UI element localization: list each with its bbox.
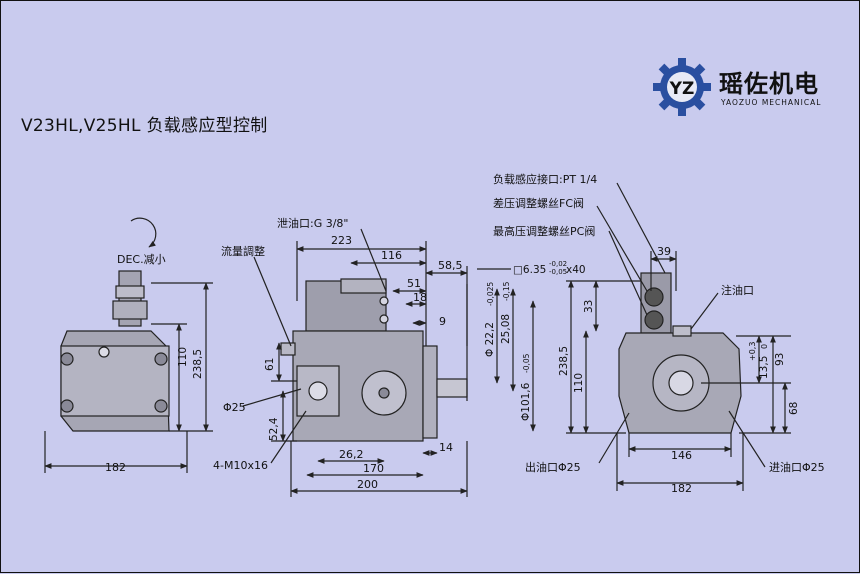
shaft-dia-tol: -0,025	[486, 282, 495, 306]
logo-mark: YZ	[669, 79, 695, 99]
inlet-label: 进油口Φ25	[769, 460, 825, 474]
dim-170: 170	[363, 462, 384, 475]
fc-valve-label: 差压调整螺丝FC阀	[493, 196, 584, 210]
key-tol-up: -0,02	[549, 260, 567, 268]
dim-223: 223	[331, 234, 352, 247]
dim-left-2385: 238,5	[192, 349, 204, 379]
page-title: V23HL,V25HL 负载感应型控制	[21, 116, 268, 136]
dim-39: 39	[657, 245, 671, 258]
pilot-dia: Φ101,6	[520, 382, 532, 421]
company-logo: YZ 瑶佐机电 YAOZUO MECHANICAL	[651, 56, 836, 120]
dim-18: 18	[413, 291, 427, 304]
dim-200: 200	[357, 478, 378, 491]
dim-right-182: 182	[671, 482, 692, 495]
shaft-dia: Φ 22,2	[484, 322, 496, 357]
key-tol-lo: -0,05	[549, 268, 567, 276]
dim-left-110: 110	[177, 347, 189, 367]
bolts-label: 4-M10x16	[213, 459, 268, 472]
dim-right-2385: 238,5	[558, 346, 570, 376]
left-view	[44, 217, 213, 473]
drive-shaft	[436, 378, 468, 398]
key-width-tol: -0,15	[502, 281, 511, 301]
key-spec: □6.35	[513, 264, 546, 276]
front-view	[242, 228, 536, 497]
dim-9: 9	[439, 315, 446, 328]
dim-right-110: 110	[573, 373, 585, 393]
dim-left-width: 182	[105, 461, 126, 474]
right-view	[566, 182, 791, 491]
port-dia-label: Φ25	[223, 401, 246, 414]
outlet-label: 出油口Φ25	[525, 460, 581, 474]
flow-adjust-label: 流量調整	[221, 244, 265, 258]
dim-14: 14	[439, 441, 453, 454]
dim-585: 58,5	[438, 259, 463, 272]
pc-valve-label: 最高压调整螺丝PC阀	[493, 224, 595, 238]
dim-zero: 0	[760, 344, 769, 349]
dim-93: 93	[774, 353, 786, 366]
dim-116: 116	[381, 249, 402, 262]
pilot-dia-tol: -0,05	[522, 353, 531, 373]
gear-logo-icon: YZ	[653, 58, 711, 116]
dim-262: 26,2	[339, 448, 364, 461]
fill-port-label: 注油口	[721, 283, 754, 297]
logo-name-cn: 瑶佐机电	[719, 70, 819, 98]
drain-label: 泄油口:G 3/8"	[277, 216, 349, 230]
load-sense-port-label: 负载感应接口:PT 1/4	[493, 172, 597, 186]
dim-plus03: +0,3	[748, 342, 757, 361]
logo-name-en: YAOZUO MECHANICAL	[721, 98, 822, 107]
dim-146: 146	[671, 449, 692, 462]
rotation-arrow-icon	[130, 217, 157, 248]
key-length: x40	[566, 264, 586, 276]
dec-label: DEC.减小	[117, 253, 166, 266]
dim-68: 68	[788, 402, 800, 415]
dim-135: 13,5	[758, 356, 770, 379]
dim-33: 33	[583, 300, 595, 313]
key-width: 25,08	[500, 314, 512, 344]
dim-61: 61	[264, 358, 276, 371]
dim-51: 51	[407, 277, 421, 290]
dim-524: 52,4	[268, 417, 280, 441]
